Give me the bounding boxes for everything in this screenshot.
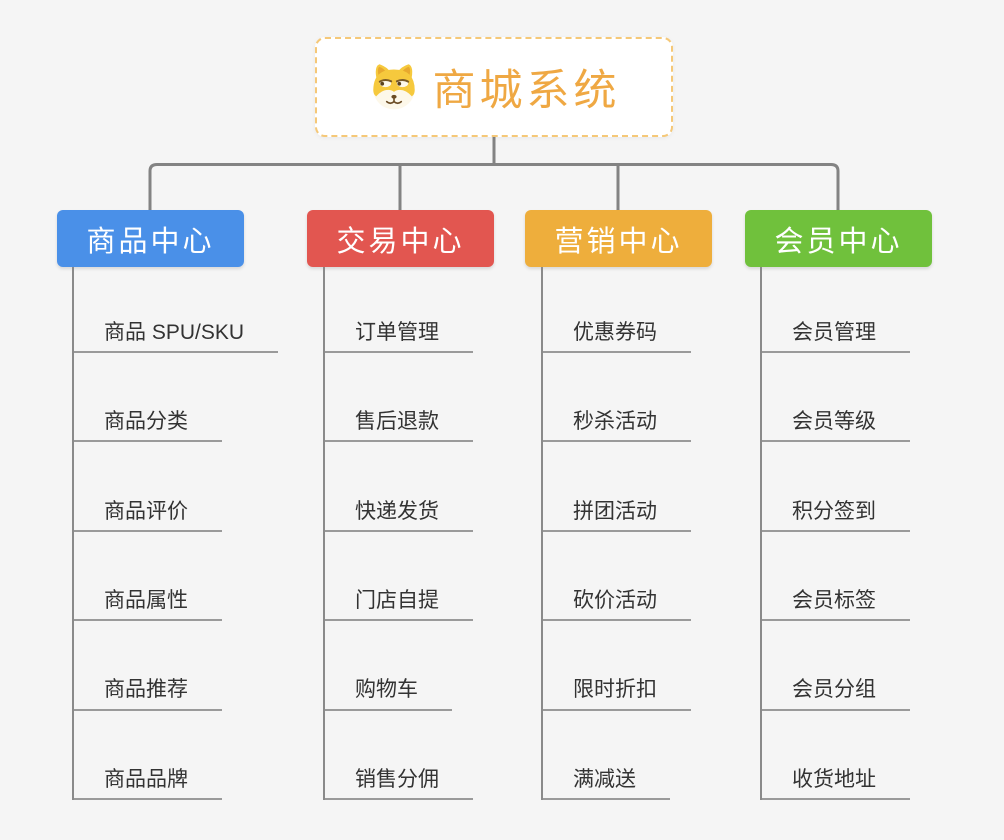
branch-node-trade-center[interactable]: 交易中心 <box>307 210 494 267</box>
leaf-label: 销售分佣 <box>355 767 439 791</box>
leaf-node[interactable]: 快递发货 <box>325 442 473 532</box>
leaf-label: 商品分类 <box>104 410 188 434</box>
leaf-label: 砍价活动 <box>573 589 657 613</box>
branch-node-marketing-center[interactable]: 营销中心 <box>525 210 712 267</box>
leaf-label: 商品评价 <box>104 499 188 523</box>
leaf-node[interactable]: 优惠券码 <box>543 267 691 353</box>
leaf-node[interactable]: 商品推荐 <box>74 621 222 711</box>
leaf-label: 优惠券码 <box>573 320 657 344</box>
leaf-label: 会员等级 <box>792 410 876 434</box>
root-title: 商城系统 <box>432 67 621 115</box>
branch-node-product-center[interactable]: 商品中心 <box>57 210 244 267</box>
leaf-label: 会员管理 <box>792 320 876 344</box>
leaf-node[interactable]: 会员等级 <box>762 353 910 443</box>
leaf-node[interactable]: 商品分类 <box>74 353 222 443</box>
leaf-node[interactable]: 砍价活动 <box>543 532 691 622</box>
leaf-node[interactable]: 购物车 <box>325 621 452 711</box>
leaf-label: 商品属性 <box>104 589 188 613</box>
branch-label: 会员中心 <box>774 225 903 258</box>
leaf-node[interactable]: 商品品牌 <box>74 711 222 800</box>
shiba-dog-icon <box>372 64 415 110</box>
leaf-node[interactable]: 拼团活动 <box>543 442 691 532</box>
branch-label: 交易中心 <box>336 225 465 258</box>
branch-trunk-member: 会员管理 会员等级 积分签到 会员标签 会员分组 收货地址 <box>760 267 910 800</box>
leaf-node[interactable]: 商品评价 <box>74 442 222 532</box>
leaf-node[interactable]: 售后退款 <box>325 353 473 443</box>
leaf-label: 拼团活动 <box>573 499 657 523</box>
leaf-label: 收货地址 <box>792 767 876 791</box>
branch-trunk-product: 商品 SPU/SKU 商品分类 商品评价 商品属性 商品推荐 商品品牌 <box>72 267 279 800</box>
leaf-node[interactable]: 收货地址 <box>762 711 910 800</box>
root-node[interactable]: 商城系统 <box>315 37 673 137</box>
leaf-node[interactable]: 会员管理 <box>762 267 910 353</box>
leaf-node[interactable]: 销售分佣 <box>325 711 473 800</box>
leaf-node[interactable]: 秒杀活动 <box>543 353 691 443</box>
branch-trunk-marketing: 优惠券码 秒杀活动 拼团活动 砍价活动 限时折扣 满减送 <box>541 267 691 800</box>
leaf-node[interactable]: 商品属性 <box>74 532 222 622</box>
leaf-node[interactable]: 会员分组 <box>762 621 910 711</box>
branch-node-member-center[interactable]: 会员中心 <box>745 210 932 267</box>
leaf-label: 商品品牌 <box>104 767 188 791</box>
leaf-node[interactable]: 会员标签 <box>762 532 910 622</box>
leaf-label: 满减送 <box>573 767 636 791</box>
leaf-label: 快递发货 <box>355 499 439 523</box>
leaf-label: 商品 SPU/SKU <box>104 320 245 344</box>
leaf-node[interactable]: 积分签到 <box>762 442 910 532</box>
leaf-label: 售后退款 <box>355 410 439 434</box>
leaf-label: 会员标签 <box>792 589 876 613</box>
branch-label: 营销中心 <box>554 225 683 258</box>
leaf-label: 商品推荐 <box>104 678 188 702</box>
leaf-label: 限时折扣 <box>573 678 657 702</box>
leaf-node[interactable]: 限时折扣 <box>543 621 691 711</box>
branch-trunk-trade: 订单管理 售后退款 快递发货 门店自提 购物车 销售分佣 <box>323 267 473 800</box>
leaf-node[interactable]: 订单管理 <box>325 267 473 353</box>
leaf-node[interactable]: 商品 SPU/SKU <box>74 267 279 353</box>
branch-label: 商品中心 <box>86 225 215 258</box>
leaf-label: 购物车 <box>355 678 418 702</box>
leaf-label: 门店自提 <box>355 589 439 613</box>
leaf-label: 秒杀活动 <box>573 410 657 434</box>
leaf-node[interactable]: 满减送 <box>543 711 670 800</box>
leaf-label: 订单管理 <box>355 320 439 344</box>
leaf-label: 会员分组 <box>792 678 876 702</box>
leaf-label: 积分签到 <box>792 499 876 523</box>
leaf-node[interactable]: 门店自提 <box>325 532 473 622</box>
